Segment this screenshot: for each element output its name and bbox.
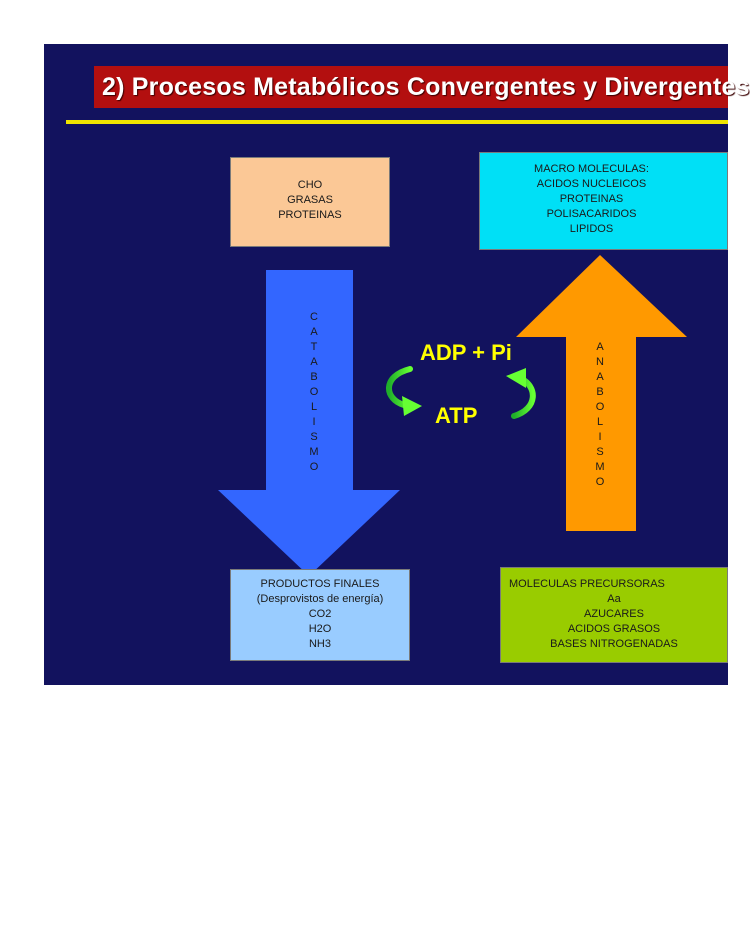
cycle-arrowhead-right [506,368,526,388]
anabolism-letter: I [598,431,602,443]
catabolism-letter: C [310,311,318,323]
cycle-arrow-left [386,366,413,408]
catabolism-letter: B [310,371,318,383]
macro-box-line: MACRO MOLECULAS: [534,163,649,175]
catabolism-letter: A [310,326,318,338]
anabolism-letter: O [595,401,605,413]
productos-box-line: (Desprovistos de energía) [256,593,384,605]
catabolism-letter: M [309,446,319,458]
anabolism-letter: A [596,341,604,353]
anabolism-letter: N [596,356,604,368]
moleculas-box-line: ACIDOS GRASOS [567,623,661,635]
slide-title: 2) Procesos Metabólicos Convergentes y D… [102,73,750,101]
productos-box-line: NH3 [308,638,331,650]
anabolism-letter: A [596,371,604,383]
atp-label: ATP [435,403,478,428]
catabolism-arrow [218,270,400,576]
precursor-molecules-box: MOLECULAS PRECURSORAS Aa AZUCARES ACIDOS… [500,567,728,663]
moleculas-box-line: MOLECULAS PRECURSORAS [509,578,665,590]
catabolism-letter: T [310,341,318,353]
final-products-box: PRODUCTOS FINALES (Desprovistos de energ… [230,569,410,661]
adp-pi-label: ADP + Pi [420,340,512,365]
macromolecules-box: MACRO MOLECULAS: ACIDOS NUCLEICOS PROTEI… [479,152,728,250]
anabolism-letter: O [595,476,605,488]
title-underline [66,120,728,124]
catabolism-label: C A T A B O L I S M O [304,310,324,475]
productos-box-line: CO2 [308,608,332,620]
anabolism-letter: L [596,416,604,428]
moleculas-box-line: Aa [607,593,621,605]
anabolism-letter: S [596,446,604,458]
productos-box-line: PRODUCTOS FINALES [260,578,380,590]
macro-box-line: LIPIDOS [569,223,614,235]
productos-box-line: H2O [308,623,332,635]
cho-box-line: GRASAS [287,194,333,206]
catabolism-letter: O [309,461,319,473]
moleculas-box-line: BASES NITROGENADAS [550,638,678,650]
anabolism-label: A N A B O L I S M O [590,340,610,490]
macro-box-line: POLISACARIDOS [546,208,637,220]
catabolism-letter: A [310,356,318,368]
catabolism-letter: O [309,386,319,398]
title-bar: 2) Procesos Metabólicos Convergentes y D… [94,66,750,108]
macro-box-line: ACIDOS NUCLEICOS [536,178,647,190]
moleculas-box-line: AZUCARES [584,608,644,620]
cho-box-line: CHO [297,179,323,191]
cycle-arrowhead-left [402,396,422,416]
macro-box-line: PROTEINAS [559,193,624,205]
cho-box-line: PROTEINAS [278,209,342,221]
catabolism-letter: L [310,401,318,413]
catabolism-letter: S [310,431,318,443]
anabolism-letter: M [595,461,605,473]
cho-box: CHO GRASAS PROTEINAS [230,157,390,247]
slide: 2) Procesos Metabólicos Convergentes y D… [44,44,750,685]
catabolism-letter: I [312,416,316,428]
diagram-graphics [218,255,687,576]
anabolism-letter: B [596,386,604,398]
anabolism-arrow [516,255,687,531]
